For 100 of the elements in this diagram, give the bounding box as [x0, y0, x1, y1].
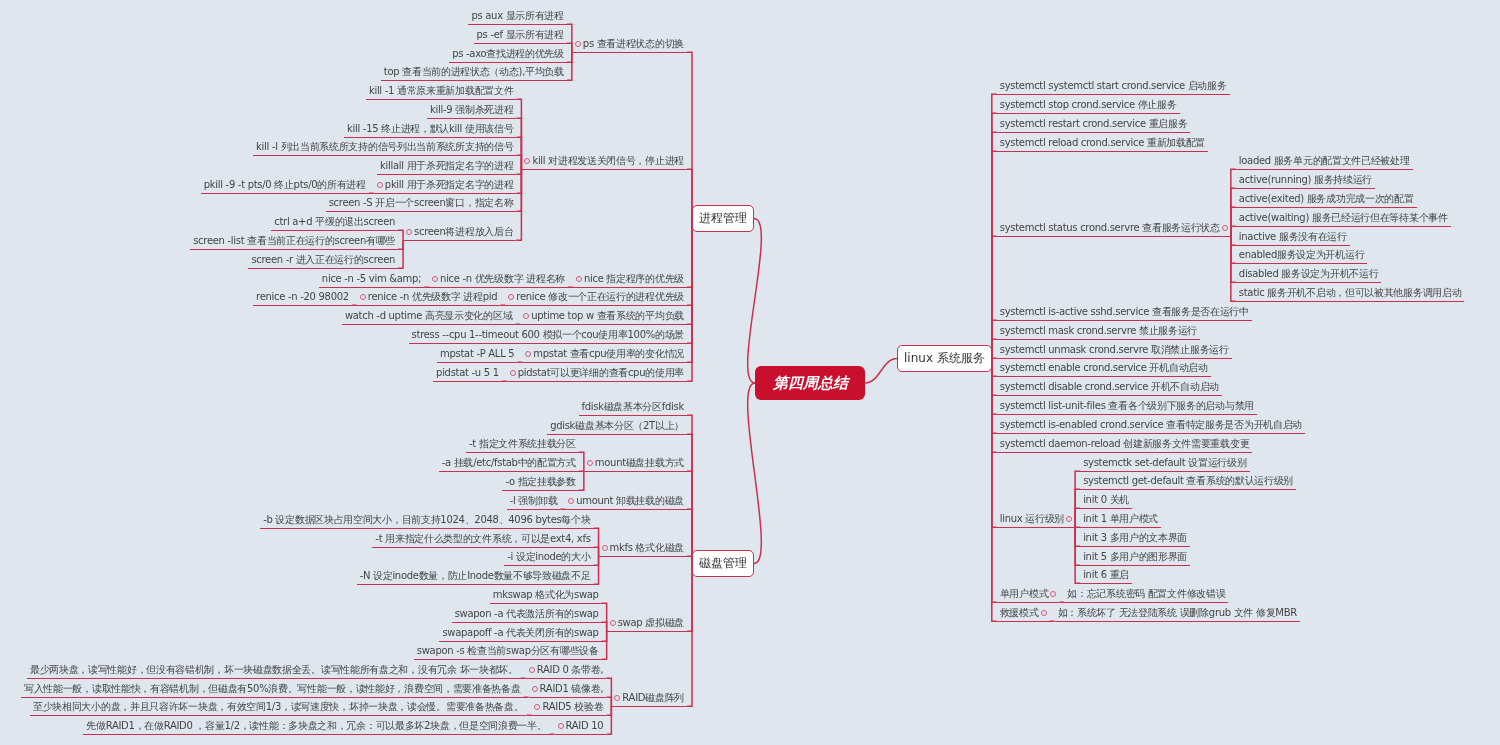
connector-line	[525, 714, 533, 716]
subtopic-label: systemctl systemctl start crond.service 启动服务	[996, 77, 1230, 95]
subtopic-label: renice 修改一个正在运行的进程优先级	[505, 288, 687, 306]
subtopic-label: screen -list 查看当前正在运行的screen有哪些	[190, 232, 399, 250]
subtopic-label: -i 设定inode的大小	[504, 548, 594, 566]
subtopic-label: pidstat可以更详细的查看cpu的使用率	[506, 364, 687, 382]
connector-line	[548, 733, 556, 735]
connector-line	[600, 621, 608, 632]
subtopic-label: -a 挂载/etc/fstab中的配置方式	[438, 454, 579, 472]
subtopic-label: -l 强制卸载	[506, 492, 561, 510]
subtopic-label: renice -n -20 98002	[253, 288, 352, 306]
subtopic-label: disabled 服务设定为开机不运行	[1235, 265, 1382, 283]
subtopic-label: systemctl daemon-reload 创建新服务文件需要重载变更	[996, 435, 1253, 453]
connector-line	[747, 217, 762, 384]
subtopic-label: -t 指定文件系统挂载分区	[466, 435, 579, 453]
subtopic-label: kill -15 终止进程，默认kill 使用该信号	[344, 120, 517, 138]
subtopic-label: kill -l 列出当前系统所支持的信号列出当前系统所支持的信号	[253, 138, 517, 156]
subtopic-label: 救援模式	[996, 604, 1050, 622]
subtopic-label: -t 用来指定什么类型的文件系统，可以是ext4, xfs	[372, 530, 594, 548]
subtopic-label: nice -n 优先级数字 进程名称	[429, 270, 568, 288]
subtopic-label: ps -axo查找进程的优先级	[449, 45, 567, 63]
subtopic-label: pidstat -u 5 1	[433, 364, 502, 382]
subtopic-label: 至少块相同大小的盘，并且只容许坏一块盘，有效空间1/3，读写速度快，坏掉一块盘，读会慢。需要准备热备盘。	[30, 698, 527, 716]
subtopic-label: systemctl is-enabled crond.service 查看特定服务是否为开机自启动	[996, 416, 1306, 434]
connector-line	[516, 361, 524, 363]
connector-line	[600, 630, 608, 660]
subtopic-label: gdisk磁盘基本分区（2T以上）	[547, 417, 687, 435]
subtopic-label: systemctl status crond.servre 查看服务运行状态	[996, 219, 1231, 237]
subtopic-label: active(waiting) 服务已经运行但在等待某个事件	[1235, 209, 1451, 227]
subtopic-label: systemctl unmask crond.servre 取消禁止服务运行	[996, 341, 1232, 359]
subtopic-label: linux 运行级别	[996, 510, 1076, 528]
central-topic: 第四周总结	[755, 366, 865, 400]
subtopic-label: RAID1 镜像卷,	[528, 680, 607, 698]
connector-line	[592, 546, 600, 557]
subtopic-label: mpstat 查看cpu使用率的变化情况	[522, 345, 687, 363]
subtopic-label: active(exited) 服务成功完成一次的配置	[1235, 190, 1417, 208]
subtopic-label: 先做RAID1，在做RAID0 ，容量1/2，读性能：多块盘之和，冗余：可以最多坏2块盘，但是空间浪费一半。	[83, 717, 550, 735]
subtopic-label: init 1 单用户模式	[1080, 510, 1162, 528]
connector-line	[578, 470, 585, 472]
connector-line	[351, 304, 358, 306]
connector-line	[499, 304, 507, 306]
subtopic-label: loaded 服务单元的配置文件已经被处理	[1235, 152, 1413, 170]
connector-line	[566, 42, 573, 53]
subtopic-label: killall 用于杀死指定名字的进程	[377, 157, 517, 175]
subtopic-label: pkill 用于杀死指定名字的进程	[373, 176, 517, 194]
subtopic-label: active(running) 服务持续运行	[1235, 171, 1376, 189]
subtopic-label: systemctl list-unit-files 查看各个级别下服务的启动与禁用	[996, 397, 1257, 415]
connector-line	[1230, 225, 1237, 237]
subtopic-label: kill 对进程发送关闭信号，停止进程	[521, 152, 687, 170]
subtopic-label: RAID5 校验卷	[531, 698, 607, 716]
subtopic-label: RAID 10	[554, 717, 607, 735]
subtopic-label: RAID磁盘阵列	[611, 689, 687, 707]
subtopic-label: screen -r 进入正在运行的screen	[248, 251, 399, 269]
connector-line	[1048, 620, 1056, 622]
subtopic-label: 最少两块盘，读写性能好，但没有容错机制，坏一块磁盘数据全丢。读写性能所有盘之和，没有冗余 坏一块都坏。	[26, 661, 521, 679]
connector-line	[522, 696, 530, 698]
subtopic-label: screen -S 开启一个screen窗口，指定名称	[325, 194, 517, 212]
connector-line	[991, 357, 998, 360]
subtopic-label: static 服务开机不启动，但可以被其他服务调用启动	[1235, 284, 1465, 302]
subtopic-label: systemctl restart crond.service 重启服务	[996, 115, 1191, 133]
subtopic-label: systemctl mask crond.servre 禁止服务运行	[996, 322, 1201, 340]
connector-line	[605, 705, 613, 735]
subtopic-label: init 3 多用户的文本界面	[1080, 529, 1191, 547]
subtopic-label: systemctl reload crond.service 重新加载配置	[996, 134, 1209, 152]
subtopic-label: swapon -s 检查当前swap分区有哪些设备	[413, 642, 602, 660]
subtopic-label: -N 设定inode数量，防止Inode数量不够导致磁盘不足	[356, 567, 594, 585]
connector-line	[566, 51, 573, 81]
connector-line	[1074, 526, 1081, 584]
subtopic-label: ps 查看进程状态的切换	[571, 35, 687, 53]
subtopic-label: ps -ef 显示所有进程	[473, 26, 567, 44]
subtopic-label: kill-9 强制杀死进程	[427, 101, 517, 119]
connector-line	[578, 451, 585, 472]
subtopic-label: ps aux 显示所有进程	[468, 7, 567, 25]
subtopic-label: swapapoff -a 代表关闭所有的swap	[439, 624, 602, 642]
subtopic-label: pkill -9 -t pts/0 终止pts/0的所有进程	[200, 176, 369, 194]
connector-line	[397, 229, 404, 241]
subtopic-label: watch -d uptime 高亮显示变化的区域	[341, 307, 516, 325]
subtopic-label: -b 设定数据区块占用空间大小，目前支持1024、2048、4096 bytes每个块	[260, 511, 594, 529]
subtopic-label: mpstat -P ALL 5	[437, 345, 518, 363]
main-branch-topic: 磁盘管理	[692, 550, 754, 577]
connector-line	[747, 382, 762, 565]
connector-line	[567, 286, 574, 288]
subtopic-label: 如：系统坏了 无法登陆系统 误删除grub 文件 修复MBR	[1054, 604, 1300, 622]
subtopic-label: enabled服务设定为开机运行	[1235, 246, 1368, 264]
subtopic-label: nice -n -5 vim &amp;	[318, 270, 425, 288]
connector-line	[368, 192, 375, 194]
connector-line	[559, 508, 566, 510]
subtopic-label: 单用户模式	[996, 585, 1060, 603]
connector-line	[1074, 526, 1081, 528]
subtopic-label: umount 卸载挂载的磁盘	[565, 492, 687, 510]
subtopic-label: mkswap 格式化为swap	[489, 586, 602, 604]
connector-line	[1058, 601, 1066, 603]
subtopic-label: -o 指定挂载参数	[502, 473, 579, 491]
subtopic-label: uptime top w 查看系统的平均负载	[520, 307, 687, 325]
connector-line	[423, 286, 430, 288]
connector-line	[1074, 507, 1081, 528]
connector-line	[864, 357, 898, 384]
subtopic-label: systemctl stop crond.service 停止服务	[996, 96, 1180, 114]
subtopic-label: ctrl a+d 平缓的退出screen	[271, 213, 399, 231]
subtopic-label: systemctl enable crond.service 开机自动启动	[996, 359, 1211, 377]
